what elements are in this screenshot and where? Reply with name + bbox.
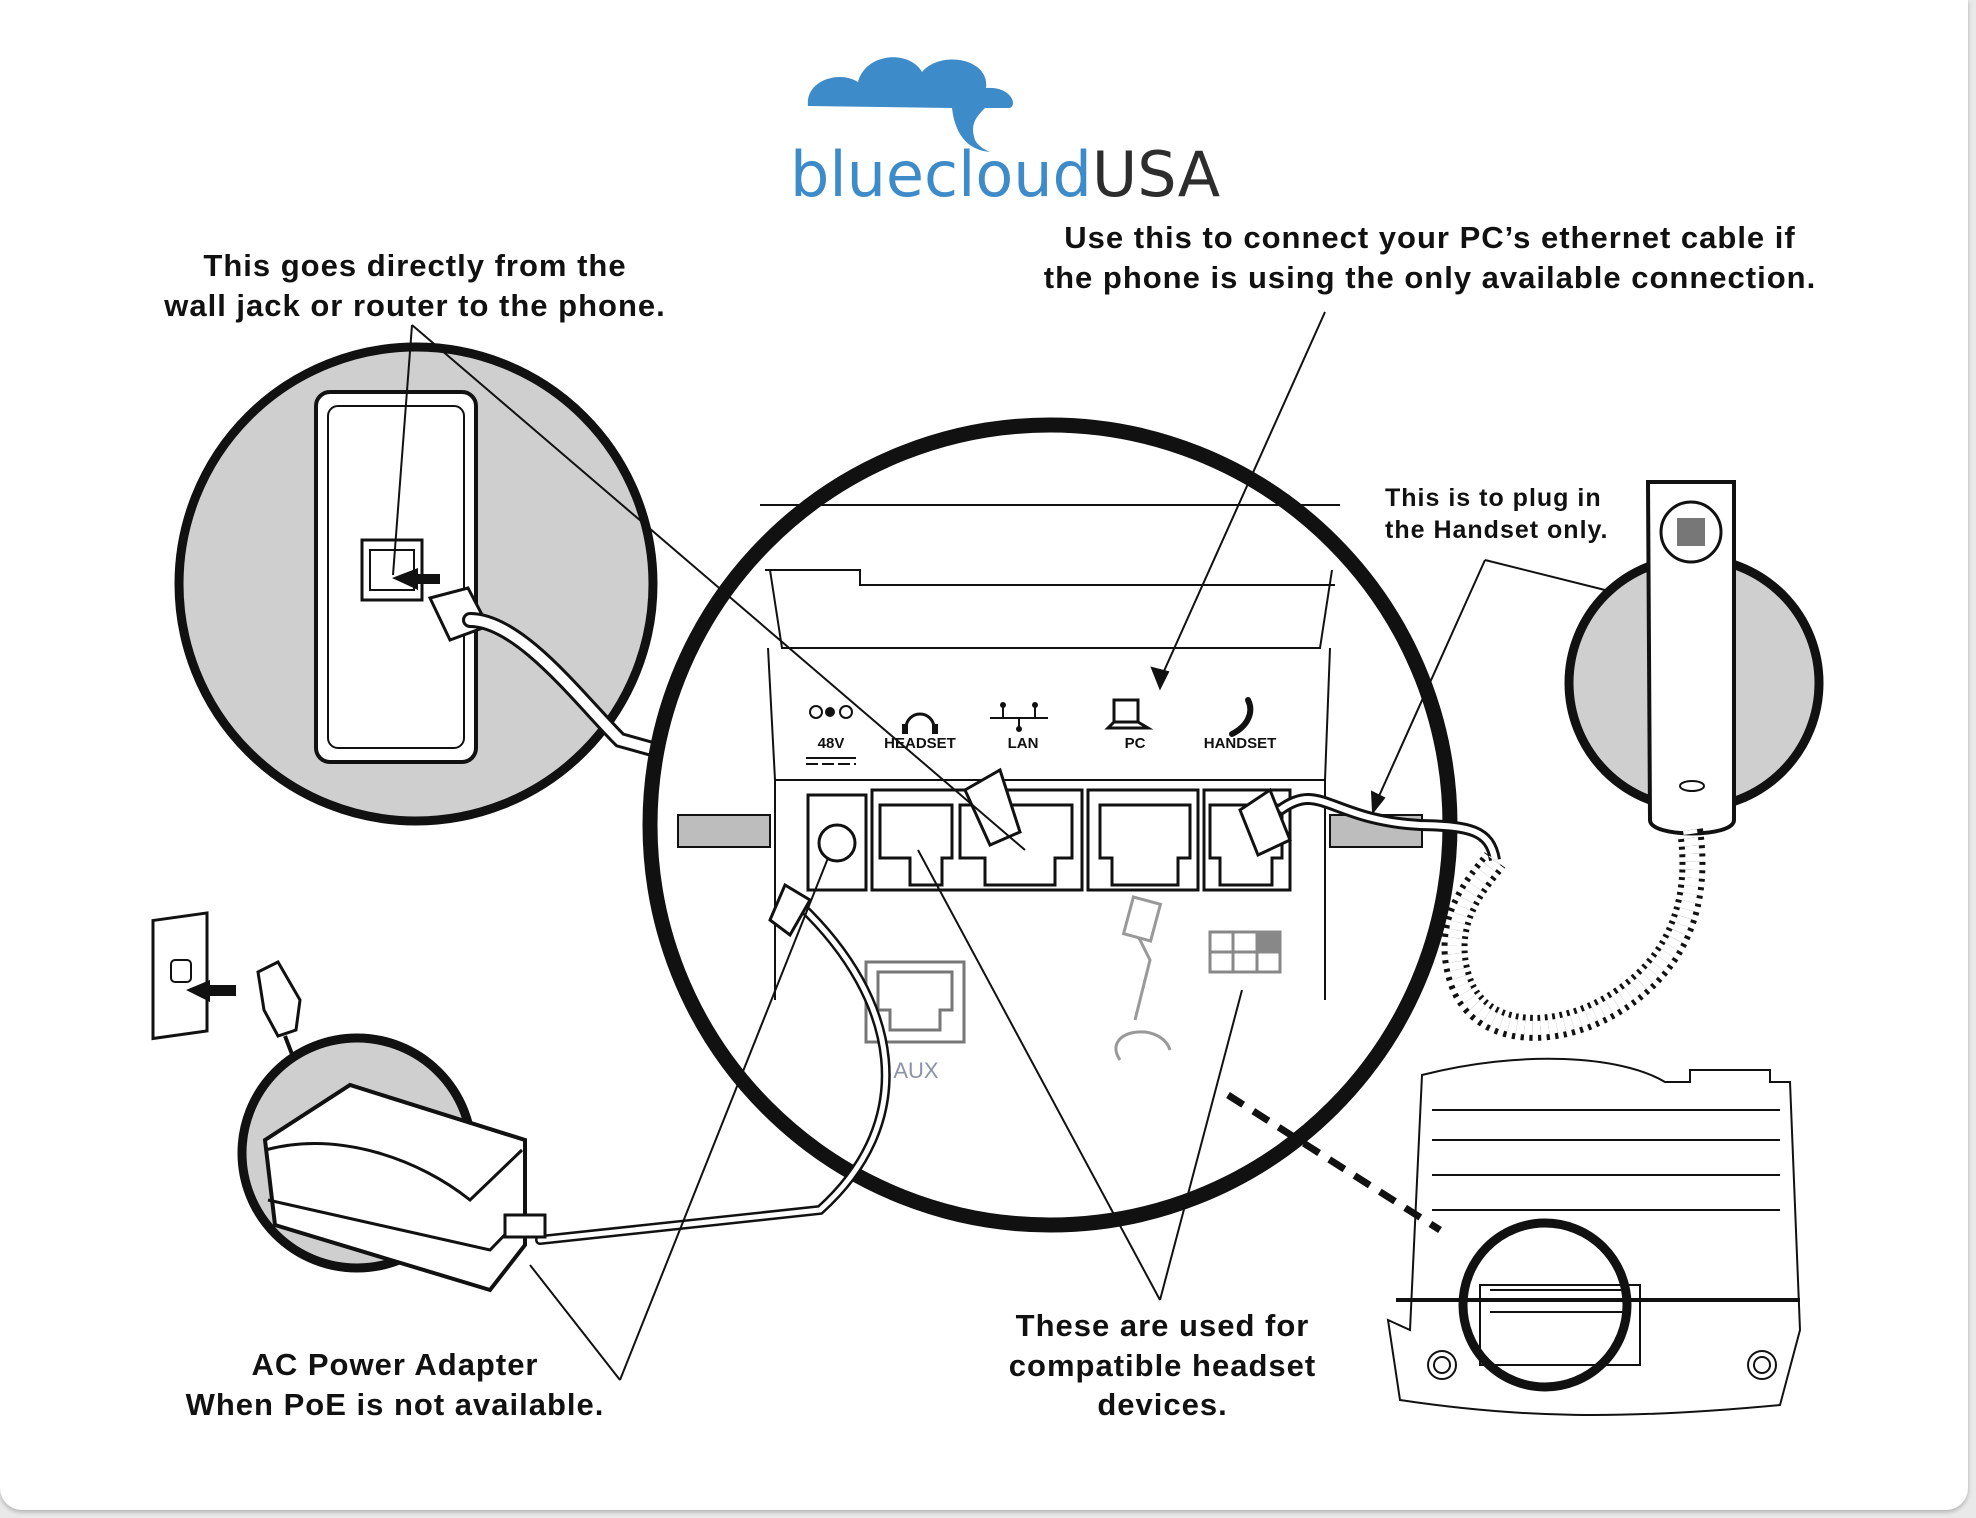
port-label-pc: PC bbox=[1125, 735, 1146, 752]
bluecloud-logo-icon bbox=[807, 57, 1013, 152]
ehs-port-icon bbox=[1208, 930, 1282, 974]
port-label-lan: LAN bbox=[1008, 735, 1039, 752]
callout-wall-jack-line2: wall jack or router to the phone. bbox=[164, 287, 666, 323]
handset-illustration bbox=[1441, 480, 1824, 1041]
callout-wall-jack-line1: This goes directly from the bbox=[203, 248, 627, 283]
zoom-indicator-line bbox=[1226, 1092, 1442, 1233]
headset-icon bbox=[902, 712, 938, 734]
callout-leader-lines bbox=[392, 311, 1606, 1381]
phone-ports-closeup: 48V HEADSET LAN PC HANDSET AUX bbox=[535, 417, 1501, 1245]
callout-headset-line1: These are used for bbox=[1015, 1308, 1310, 1343]
port-label-48v: 48V bbox=[818, 735, 845, 752]
handset-icon bbox=[1229, 697, 1254, 737]
callout-handset-line2: the Handset only. bbox=[1385, 516, 1609, 544]
callout-headset-line3: devices. bbox=[1097, 1387, 1228, 1423]
callout-headset-line2: compatible headset bbox=[1008, 1347, 1317, 1383]
callout-power: AC Power Adapter When PoE is not availab… bbox=[150, 1345, 640, 1424]
dc-power-icon bbox=[806, 705, 856, 765]
brand-name-part1: bluecloud bbox=[790, 138, 1092, 211]
desk-phone-base-illustration bbox=[1386, 1057, 1802, 1417]
network-icon bbox=[990, 702, 1048, 732]
brand-logo: bluecloudUSA bbox=[790, 138, 1220, 211]
callout-pc-port: Use this to connect your PC’s ethernet c… bbox=[1010, 218, 1850, 297]
power-adapter-illustration bbox=[237, 1033, 547, 1293]
callout-handset: This is to plug in the Handset only. bbox=[1385, 482, 1645, 546]
brand-name-part2: USA bbox=[1091, 138, 1221, 211]
callout-pc-port-line1: Use this to connect your PC’s ethernet c… bbox=[1064, 220, 1796, 255]
pc-port-block bbox=[1086, 788, 1200, 892]
callout-pc-port-line2: the phone is using the only available co… bbox=[1043, 259, 1817, 295]
headset-port bbox=[878, 803, 954, 887]
port-label-headset: HEADSET bbox=[884, 735, 956, 752]
callout-headset: These are used for compatible headset de… bbox=[985, 1306, 1340, 1425]
callout-wall-jack: This goes directly from the wall jack or… bbox=[140, 246, 690, 325]
port-label-handset: HANDSET bbox=[1204, 735, 1277, 752]
laptop-icon bbox=[1104, 698, 1154, 730]
power-outlet-illustration bbox=[151, 911, 302, 1063]
callout-power-line1: AC Power Adapter bbox=[251, 1347, 539, 1382]
lan-port bbox=[958, 803, 1074, 887]
pc-port bbox=[1098, 803, 1192, 887]
aux-label: AUX bbox=[893, 1058, 939, 1083]
callout-power-line2: When PoE is not available. bbox=[185, 1386, 605, 1422]
callout-handset-line1: This is to plug in bbox=[1385, 484, 1602, 512]
